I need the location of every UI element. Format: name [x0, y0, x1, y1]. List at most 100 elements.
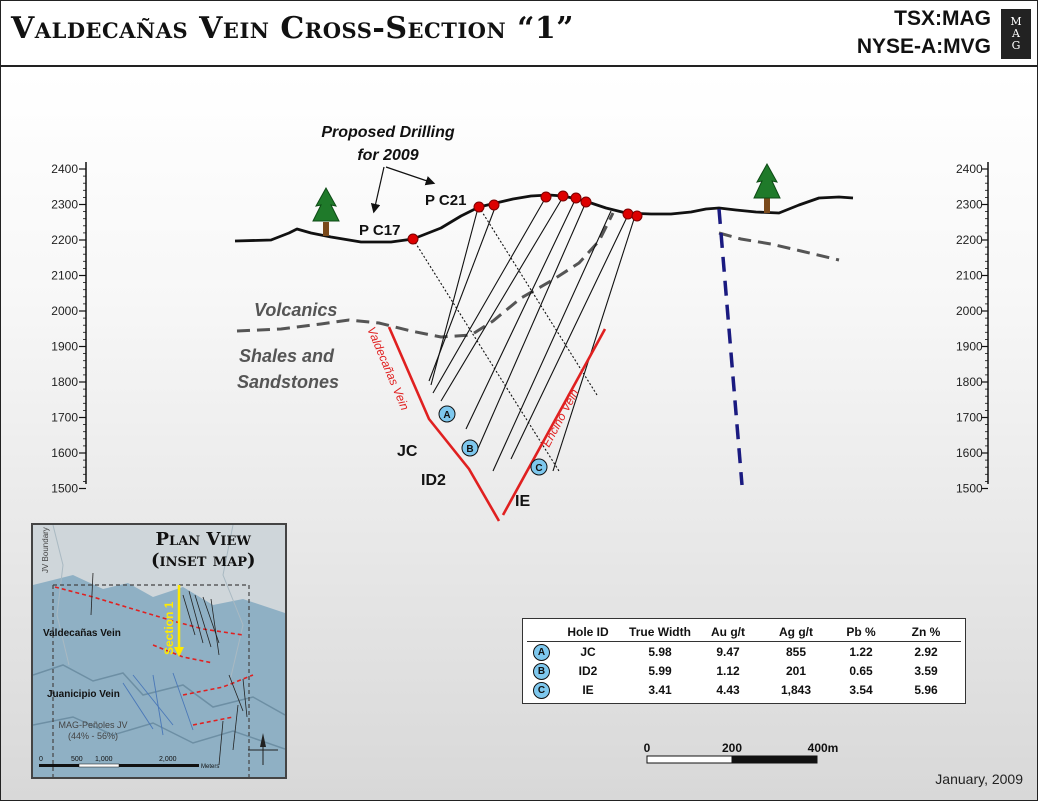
drill-holes [428, 196, 636, 472]
north-arrow-icon [248, 733, 278, 765]
table-divider [527, 641, 961, 642]
inset-scale-tick: 500 [71, 756, 83, 763]
proposed-drilling-label: Proposed Drilling [321, 124, 455, 141]
tree-icon [312, 186, 340, 236]
inset-scale-unit: Meters [201, 764, 219, 770]
hole-label-pc21: P C21 [425, 192, 466, 209]
table-cell: 3.54 [849, 683, 873, 697]
table-cell: 3.41 [648, 683, 672, 697]
proposed-arrow [370, 166, 385, 214]
table-cell: IE [582, 683, 594, 697]
table-header-au: Au g/t [711, 625, 745, 639]
elevation-tick-label: 1600 [956, 446, 983, 460]
elevation-tick-label: 2200 [956, 233, 983, 247]
table-header-true-width: True Width [629, 625, 691, 639]
elevation-tick-label: 2300 [51, 198, 78, 212]
intercept-marker-a: A [438, 405, 456, 423]
table-cell: 2.92 [914, 645, 938, 659]
inset-boundary-label: JV Boundary [41, 527, 50, 573]
table-cell: 9.47 [716, 645, 740, 659]
intercept-marker-c: C [530, 458, 548, 476]
svg-text:A: A [443, 410, 450, 421]
table-header-pb: Pb % [846, 625, 876, 639]
vein-label-valdecanas: Valdecañas Vein [364, 325, 412, 413]
scale-bar-tick: 400m [808, 741, 839, 755]
date-label: January, 2009 [935, 771, 1023, 787]
table-row-marker: C [533, 682, 550, 699]
volcanics-contact-line-east [718, 231, 840, 262]
table-cell: 5.96 [914, 683, 938, 697]
ticker-nyse: NYSE-A:MVG [856, 35, 991, 58]
drill-collars [407, 190, 643, 245]
inset-title-line1: Plan View [155, 529, 251, 550]
encino-vein-trace [501, 328, 607, 516]
scale-bar-tick: 200 [722, 741, 742, 755]
company-logo: M A G [1001, 9, 1031, 59]
elevation-tick-label: 2300 [956, 198, 983, 212]
elevation-tick-label: 1500 [956, 482, 983, 496]
table-header-hole-id: Hole ID [567, 625, 609, 639]
assay-table: Hole ID True Width Au g/t Ag g/t Pb % Zn… [522, 618, 966, 704]
vein-label-encino: Encino Vein [539, 386, 581, 449]
elevation-tick-label: 1700 [956, 411, 983, 425]
unit-label-sandstones: Sandstones [237, 372, 339, 392]
inset-title: Plan View (inset map) [151, 529, 256, 571]
page-title: Valdecañas Vein Cross-Section “1” [11, 11, 575, 46]
inset-map: Section 1 JV Boundary Valdecañas Vein Ju… [31, 523, 287, 779]
intercept-marker-b: B [461, 439, 479, 457]
ticker-tsx: TSX:MAG [894, 7, 991, 30]
inset-label-juanicipio: Juanicipio Vein [47, 689, 120, 700]
inset-scale-tick: 1,000 [95, 756, 113, 763]
proposed-drilling-label-year: for 2009 [357, 147, 418, 164]
tree-icon [753, 162, 781, 213]
table-header-zn: Zn % [911, 625, 941, 639]
elevation-tick-label: 2200 [51, 233, 78, 247]
scale-bar: 0 200 400m [644, 741, 839, 764]
table-cell: 1.22 [849, 645, 873, 659]
logo-letter-m: M [1010, 15, 1022, 28]
table-cell: 3.59 [914, 664, 938, 678]
proposed-arrow [385, 166, 436, 186]
proposed-hole-pc17 [412, 238, 560, 472]
svg-text:B: B [466, 444, 473, 455]
elevation-tick-label: 2000 [956, 304, 983, 318]
table-cell: 0.65 [849, 664, 873, 678]
inset-label-jv: MAG-Peñoles JV [58, 720, 127, 730]
elevation-tick-label: 1900 [956, 340, 983, 354]
scale-bar-tick: 0 [644, 741, 651, 755]
inset-scale-tick: 2,000 [159, 756, 177, 763]
table-cell: 5.98 [648, 645, 672, 659]
unit-label-shales: Shales and [239, 346, 335, 366]
table-cell: 5.99 [648, 664, 672, 678]
proposed-hole-pc21 [478, 206, 598, 396]
inset-section-label: Section 1 [162, 601, 176, 655]
unit-label-volcanics: Volcanics [254, 300, 337, 320]
elevation-tick-label: 1500 [51, 482, 78, 496]
elevation-tick-label: 2100 [51, 269, 78, 283]
logo-letter-g: G [1011, 39, 1021, 52]
header-bar: Valdecañas Vein Cross-Section “1” TSX:MA… [1, 1, 1037, 67]
elevation-tick-label: 1700 [51, 411, 78, 425]
table-header-ag: Ag g/t [779, 625, 813, 639]
svg-text:C: C [535, 463, 542, 474]
inset-label-jv-share: (44% - 56%) [68, 731, 118, 741]
inset-label-valdecanas: Valdecañas Vein [43, 628, 121, 639]
table-cell: 1,843 [780, 683, 812, 697]
logo-letter-a: A [1012, 27, 1020, 40]
table-cell: 855 [785, 645, 807, 659]
inset-map-drawing: Section 1 JV Boundary Valdecañas Vein Ju… [33, 525, 285, 777]
table-cell: ID2 [578, 664, 598, 678]
table-cell: JC [580, 645, 596, 659]
elevation-tick-label: 2100 [956, 269, 983, 283]
hole-label-jc: JC [397, 443, 418, 460]
table-cell: 201 [785, 664, 807, 678]
hole-label-id2: ID2 [421, 472, 446, 489]
elevation-tick-label: 2000 [51, 304, 78, 318]
elevation-tick-label: 1800 [51, 375, 78, 389]
volcanics-contact-line [236, 212, 615, 339]
hole-label-ie: IE [515, 493, 530, 510]
inset-scale-tick: 0 [39, 756, 43, 763]
